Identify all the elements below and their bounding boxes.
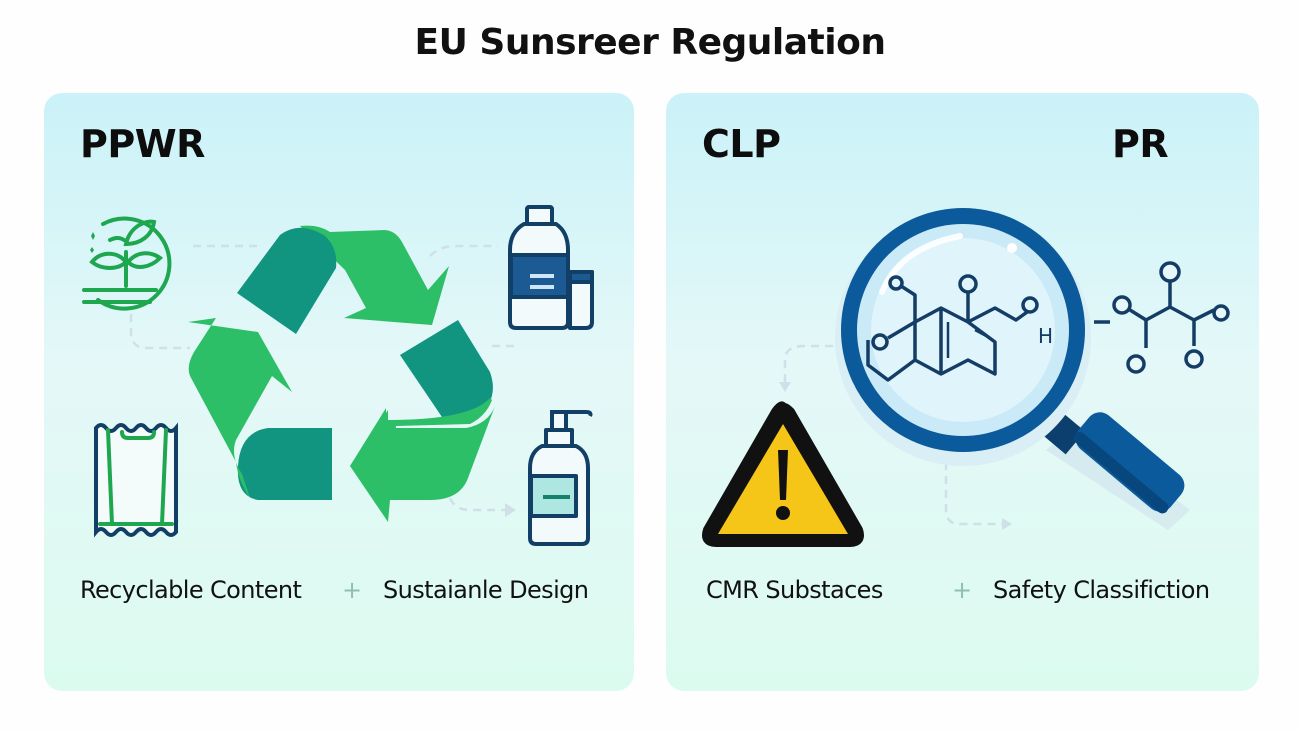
bottle-and-jar-icon [508,205,594,330]
connector-arrow [505,503,516,517]
ppwr-label: PPWR [80,122,205,166]
plus-separator: + [342,576,363,604]
molecule-icon [866,274,1039,382]
plant-growth-icon [82,216,172,311]
safety-classification-caption: Safety Classifiction [993,576,1210,604]
ppwr-panel [44,93,634,691]
molecule-hydrogen-label: H [1038,324,1053,348]
sustainable-design-caption: Sustaianle Design [383,576,589,604]
warning-icon [702,401,864,547]
pr-label: PR [1112,122,1169,166]
magnifying-glass-icon [835,208,1190,530]
connector-arrow [779,382,791,392]
recycle-icon [188,225,495,522]
connector-arrow [1002,518,1012,530]
molecule-chain-icon [1094,261,1230,374]
cmr-substances-caption: CMR Substaces [706,576,883,604]
pump-bottle-icon [528,410,593,546]
page-title: EU Sunsreer Regulation [414,22,886,63]
plus-separator: + [952,576,973,604]
sparkle-icon [90,232,95,253]
pouch-icon [94,422,178,538]
recyclable-content-caption: Recyclable Content [80,576,302,604]
clp-label: CLP [702,122,781,166]
